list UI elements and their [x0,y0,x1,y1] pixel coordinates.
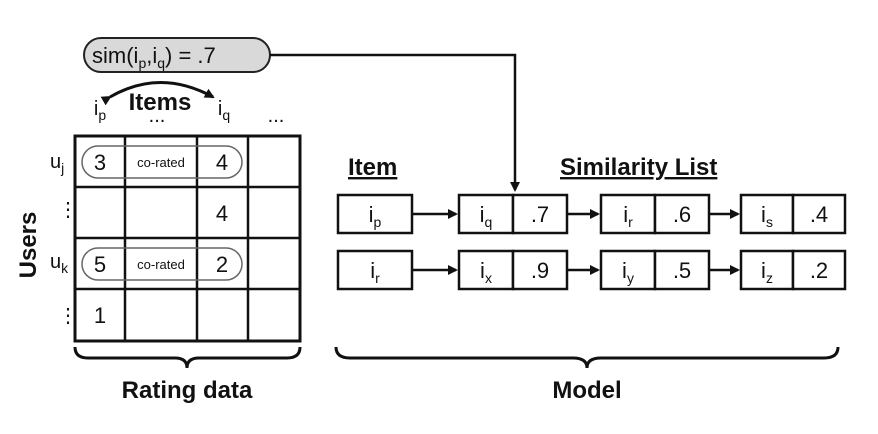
column-headers: ip ... iq ... [94,98,284,127]
item-header: Item [348,154,397,181]
grid-cell-r1c3: 4 [216,150,228,175]
model-row-1-entry-1-item: iq [480,202,493,230]
items-label: Items [129,89,192,116]
grid-cell-r4c1: 1 [94,303,106,328]
col-header-ip: ip [94,98,106,123]
grid-cell-r1c1: 3 [94,150,106,175]
model-row-2-entry-3-value: .2 [810,258,828,283]
row-header-uk: uk [50,251,69,276]
col-header-ellipsis: ... [149,105,166,127]
model-row-2: ir ix .9 iy .5 iz .2 [336,249,847,291]
co-rated-pill-row1 [81,145,243,179]
col-header-iq: iq [218,98,230,123]
model-brace [334,346,840,369]
items-double-arrow [100,81,215,106]
model-row-2-item: ir [370,258,380,286]
rating-grid: 3 co-rated 4 4 5 co-rated 2 1 [73,134,302,343]
grid-cell-r3c3: 2 [216,252,228,277]
model-row-1-entry-2-value: .6 [673,202,691,227]
model-row-2-entry-2-value: .5 [673,258,691,283]
model-row-1: ip iq .7 ir .6 is .4 [336,193,847,235]
similarity-pill: sim(ip,iq) = .7 [83,37,271,73]
similarity-list-header: Similarity List [560,154,717,181]
rating-data-label: Rating data [122,377,253,404]
grid-cell-r2c3: 4 [216,201,228,226]
grid-cell-r3c1: 5 [94,252,106,277]
col-header-ellipsis-2: ... [268,105,285,127]
model-row-1-entry-3-value: .4 [810,202,828,227]
model-row-2-entry-2-item: iy [622,258,634,286]
model-row-2-entry-1-value: .9 [531,258,549,283]
similarity-connector [270,53,520,192]
similarity-text: sim(ip,iq) = .7 [92,43,216,71]
grid-cell-r1c2: co-rated [137,155,185,170]
row-header-ellipsis-2: ⋮ [58,305,78,327]
grid-cell-r3c2: co-rated [137,257,185,272]
model-label: Model [552,377,621,404]
model-row-1-entry-3-item: is [761,202,773,230]
model-row-1-entry-2-item: ir [623,202,633,230]
co-rated-pill-row3 [81,247,243,281]
model-row-1-entry-1-value: .7 [531,202,549,227]
users-label: Users [15,212,42,279]
rating-data-brace [73,346,302,369]
row-header-uj: uj [50,151,64,176]
row-headers: uj ⋮ uk ⋮ [50,151,78,327]
row-header-ellipsis: ⋮ [58,199,78,221]
model-row-2-entry-3-item: iz [761,258,773,286]
model-row-1-item: ip [369,202,382,230]
model-row-2-entry-1-item: ix [480,258,492,286]
